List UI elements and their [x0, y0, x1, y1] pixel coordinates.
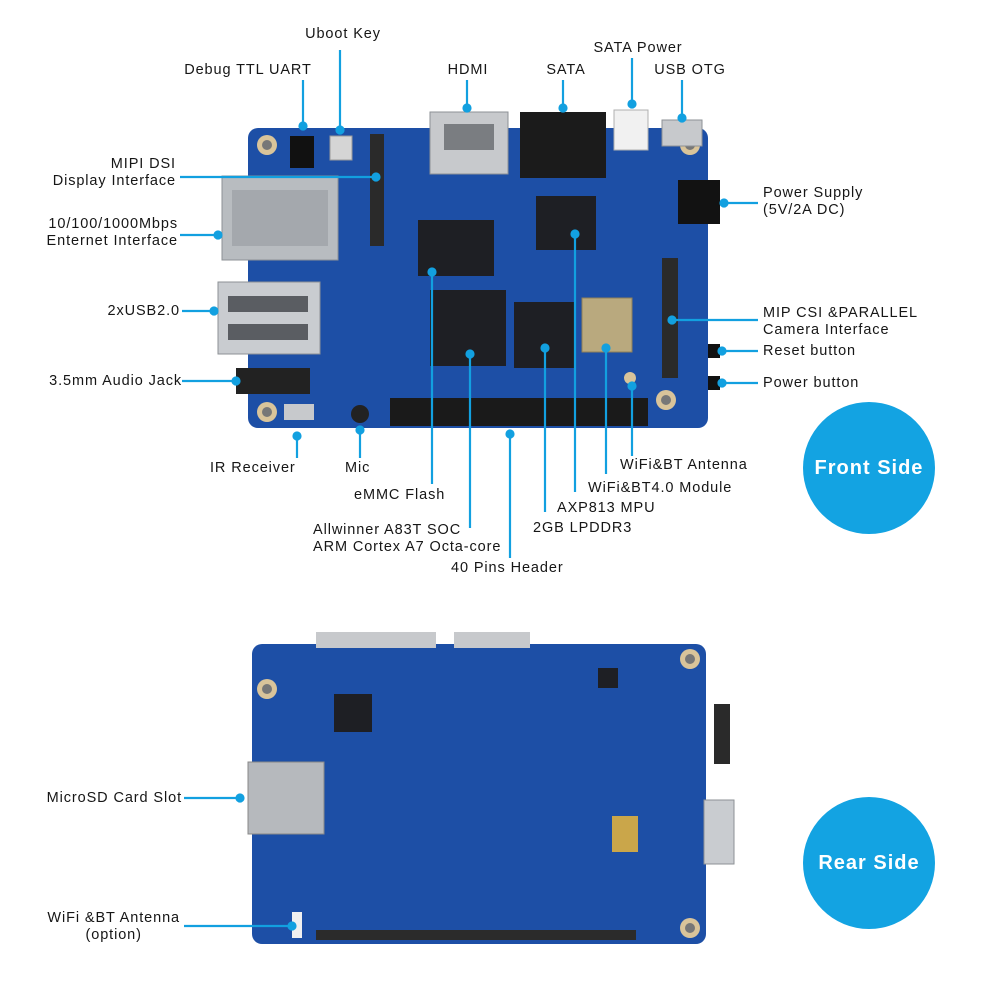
rear-header	[316, 930, 636, 940]
microsd-slot	[247, 761, 325, 835]
emmc-chip	[418, 220, 494, 276]
label-ir-receiver: IR Receiver	[210, 460, 296, 476]
rear-side-badge: Rear Side	[803, 797, 935, 929]
label-hdmi: HDMI	[447, 62, 489, 78]
label-debug-uart: Debug TTL UART	[184, 62, 312, 78]
uboot-key	[329, 135, 353, 161]
pmic-chip	[536, 196, 596, 250]
sata-power-port	[613, 109, 649, 151]
power-btn	[708, 376, 720, 390]
dc-power-jack	[678, 180, 720, 224]
reset-btn	[708, 344, 720, 358]
audio-jack	[236, 368, 310, 394]
label-wifi-module: WiFi&BT4.0 Module	[588, 480, 733, 496]
label-uboot-key: Uboot Key	[305, 26, 381, 42]
mipi-dsi-connector	[370, 134, 384, 246]
label-40pin-header: 40 Pins Header	[451, 560, 564, 576]
label-reset-button: Reset button	[763, 343, 857, 359]
label-usb-otg: USB OTG	[654, 62, 726, 78]
label-power-supply: Power Supply(5V/2A DC)	[763, 185, 864, 218]
label-sata-power: SATA Power	[593, 40, 683, 56]
label-sata: SATA	[546, 62, 586, 78]
usb-port	[217, 281, 321, 355]
mic	[351, 405, 369, 423]
label-usb20: 2xUSB2.0	[107, 303, 180, 319]
rear-antenna-pad	[292, 912, 302, 938]
label-mic: Mic	[345, 460, 371, 476]
ir-receiver	[284, 404, 314, 420]
gpio-header	[390, 398, 648, 426]
wifi-module	[581, 297, 633, 353]
antenna-pad	[624, 372, 636, 384]
label-power-button: Power button	[763, 375, 860, 391]
uart-pins	[290, 136, 314, 168]
label-audio-jack: 3.5mm Audio Jack	[49, 373, 182, 389]
label-wifi-antenna: WiFi&BT Antenna	[620, 457, 748, 473]
rear-board	[247, 632, 735, 944]
label-emmc: eMMC Flash	[354, 487, 446, 503]
front-side-badge: Front Side	[803, 402, 935, 534]
label-mpu: AXP813 MPU	[557, 500, 656, 516]
usb-otg-port	[661, 119, 703, 147]
leader-lines	[180, 50, 758, 931]
front-board	[217, 109, 720, 428]
sata-port	[520, 112, 606, 178]
label-microsd: MicroSD Card Slot	[46, 790, 182, 806]
label-antenna-option: WiFi &BT Antenna(option)	[47, 910, 180, 943]
label-ddr: 2GB LPDDR3	[533, 520, 633, 536]
